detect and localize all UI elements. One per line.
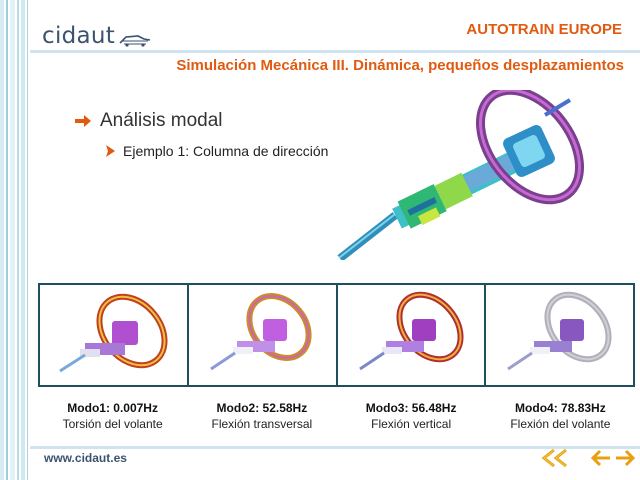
mode-caption-4: Modo4: 78.83Hz Flexión del volante (486, 400, 635, 432)
decorative-stripes (0, 0, 30, 480)
header-divider (30, 50, 640, 53)
mode-title: Modo3: 56.48Hz (365, 401, 457, 415)
mode-description: Torsión del volante (62, 417, 163, 431)
mode-panel-2 (189, 285, 338, 385)
mode-caption-1: Modo1: 0.007Hz Torsión del volante (38, 400, 187, 432)
mode-description: Flexión vertical (371, 417, 452, 431)
first-slide-button[interactable] (540, 448, 570, 468)
right-arrow-icon (616, 449, 636, 467)
bullet-level1-text: Análisis modal (100, 110, 223, 131)
mode-panels (38, 283, 635, 387)
chevron-right-icon (106, 145, 115, 157)
mode-description: Flexión transversal (211, 417, 313, 431)
mode-captions: Modo1: 0.007Hz Torsión del volante Modo2… (38, 400, 635, 432)
mode-panel-4 (486, 285, 633, 385)
mode2-image (209, 293, 312, 371)
mode-caption-2: Modo2: 52.58Hz Flexión transversal (187, 400, 336, 432)
mode-title: Modo2: 52.58Hz (216, 401, 308, 415)
car-logo-icon (119, 35, 151, 47)
cidaut-logo: cidaut (42, 22, 152, 50)
mode4-image (507, 291, 612, 371)
bullet-level1: Análisis modal (74, 110, 223, 132)
left-arrow-icon (590, 449, 610, 467)
mode3-image (358, 291, 464, 371)
mode-title: Modo4: 78.83Hz (515, 401, 606, 415)
mode-panel-1 (40, 285, 189, 385)
bullet-level2: Ejemplo 1: Columna de dirección (104, 143, 328, 159)
page-subtitle: Simulación Mecánica III. Dinámica, peque… (176, 57, 624, 74)
previous-slide-button[interactable] (590, 448, 612, 468)
mode-description: Flexión del volante (510, 417, 611, 431)
bullet-level2-text: Ejemplo 1: Columna de dirección (123, 143, 329, 159)
logo-text: cidaut (42, 23, 116, 49)
mode1-image (59, 293, 168, 373)
arrow-right-icon (75, 115, 91, 127)
double-left-arrow-icon (541, 448, 567, 468)
footer-divider (30, 446, 640, 449)
brand-title: AUTOTRAIN EUROPE (466, 21, 622, 38)
steering-column-model-image (337, 90, 585, 260)
mode-caption-3: Modo3: 56.48Hz Flexión vertical (337, 400, 486, 432)
footer-url[interactable]: www.cidaut.es (44, 451, 127, 465)
next-slide-button[interactable] (614, 448, 636, 468)
mode-title: Modo1: 0.007Hz (67, 401, 158, 415)
mode-panel-3 (338, 285, 487, 385)
